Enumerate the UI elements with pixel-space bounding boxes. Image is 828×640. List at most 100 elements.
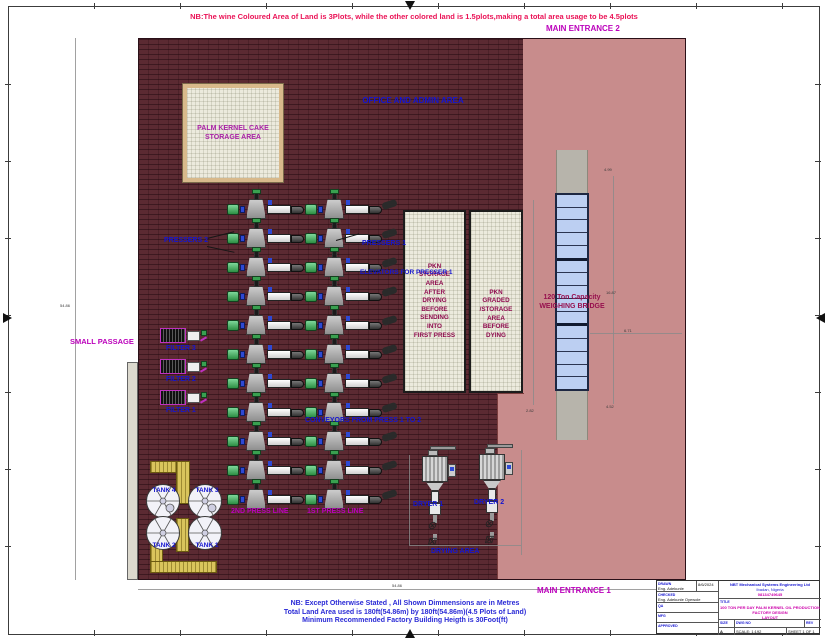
filter-2-unit	[160, 358, 208, 375]
tb-checked-cell: CHECKED Eng. Adekunle Oyewole	[657, 592, 719, 603]
border-tick	[180, 630, 181, 636]
border-tick	[815, 392, 821, 393]
border-tick	[5, 238, 11, 239]
main-entrance-1-label: MAIN ENTRANCE 1	[537, 586, 611, 595]
dryer-1-unit: ⊗⊠	[420, 444, 460, 556]
dim-bottom-value: 54.86	[392, 583, 403, 588]
press-machine	[227, 247, 305, 278]
tb-drawn-cell: DRAWN Eng. Adekunle Oyewole	[657, 581, 697, 592]
border-tick	[610, 630, 611, 636]
conveyors-label: CONVEYORS FROM PRESS 1 TO 2	[305, 417, 422, 424]
tb-rev-label: REV	[806, 621, 814, 625]
press-machine-with-elevator	[305, 247, 398, 278]
border-tick	[352, 630, 353, 636]
bridge-segment	[557, 220, 587, 234]
tank-3-label: TANK 3	[195, 487, 219, 494]
tb-scale-cell: SCALE: 1:192	[735, 628, 787, 635]
dryer-2-unit: ⊗⊠	[477, 442, 517, 554]
bottom-note-line2: Total Land Area used is 180ft(54.86m) by…	[283, 608, 527, 616]
tb-drawn-label: DRAWN	[658, 582, 672, 586]
filter-1-unit	[160, 389, 208, 406]
pipe-segment	[176, 518, 189, 552]
bridge-segment	[557, 260, 587, 274]
press-machine-with-elevator	[305, 276, 398, 307]
bridge-segment	[557, 233, 587, 246]
bridge-segment	[557, 207, 587, 221]
bridge-segment	[557, 311, 587, 327]
bridge-segment	[557, 351, 587, 365]
border-tick	[815, 469, 821, 470]
press-machine	[227, 305, 305, 336]
tb-qa-cell: QA	[657, 603, 719, 613]
border-tick	[815, 238, 821, 239]
pressers-1-label: PRESSERS 1	[362, 240, 406, 247]
drying-area-label: DRYING AREA	[431, 548, 480, 555]
bottom-notes: NB: Except Otherwise Stated , All Shown …	[180, 600, 630, 626]
border-tick	[352, 3, 353, 9]
border-tick	[94, 3, 95, 9]
border-tick	[782, 3, 783, 9]
dim-wb4: 4.52	[606, 404, 614, 409]
border-tick	[438, 630, 439, 636]
small-passage-corridor	[127, 362, 138, 580]
weighing-bridge	[555, 193, 589, 391]
tb-qa-label: QA	[658, 604, 664, 608]
weighbridge-label-line2: WEIGHING BRIDGE	[539, 302, 605, 310]
border-tick	[524, 630, 525, 636]
dim-wb5: 2.82	[526, 408, 534, 413]
bridge-segment	[557, 377, 587, 390]
press-machine	[227, 450, 305, 481]
border-tick	[180, 3, 181, 9]
top-center-marker-icon	[405, 1, 415, 15]
tb-drawn-by: Eng. Adekunle Oyewole	[658, 586, 684, 591]
press-line-1-label: 1ST PRESS LINE	[307, 508, 364, 515]
tb-mfg-cell: MFG	[657, 613, 719, 623]
border-tick	[5, 469, 11, 470]
tb-title-line2: LAYOUT	[761, 615, 779, 620]
tb-dwg-label: DWG NO	[736, 621, 751, 625]
main-entrance-2-label: MAIN ENTRANCE 2	[546, 24, 620, 33]
pressers-2-label: PRESSERS 2	[164, 237, 208, 244]
tb-size-cell: SIZE	[719, 620, 735, 628]
dim-wb2: 16.87	[606, 290, 617, 295]
press-machine	[227, 334, 305, 365]
press-machine	[227, 363, 305, 394]
press-machine-with-elevator	[305, 334, 398, 365]
press-machine-with-elevator	[305, 421, 398, 452]
dim-wb3: 6.71	[624, 328, 632, 333]
dim-left-value: 54.86	[60, 303, 71, 308]
press-machine-with-elevator	[305, 479, 398, 510]
office-admin-label: OFFICE AND ADMIN AREA	[362, 96, 464, 105]
tb-rev-cell: REV	[805, 620, 821, 628]
filter-1-label: FILTER 1	[166, 407, 196, 414]
tb-title-label: TITLE	[720, 600, 730, 604]
border-tick	[5, 546, 11, 547]
pkn-left-line: DRYING	[422, 297, 447, 305]
tb-approved-label: APPROVED	[658, 624, 678, 628]
tb-sheet: SHEET 1 OF 1	[788, 629, 815, 634]
tb-size-value: A	[719, 628, 735, 635]
pink-land-step	[497, 393, 524, 580]
border-tick	[5, 84, 11, 85]
tb-date: 8/6/2024	[698, 582, 714, 587]
border-tick	[266, 630, 267, 636]
pkn-left-line: PKN	[427, 262, 442, 270]
bridge-segment	[557, 286, 587, 299]
bottom-note-line3: Minimum Recommended Factory Building Hei…	[302, 617, 508, 624]
press-machine-with-elevator	[305, 450, 398, 481]
tb-size-label: SIZE	[720, 621, 728, 625]
tb-checked-by: Eng. Adekunle Oyewole	[658, 597, 701, 602]
tb-dwg-cell: DWG NO	[735, 620, 805, 628]
weighbridge-label: 120 Ton Capacity WEIGHING BRIDGE	[528, 294, 616, 311]
left-center-marker-icon	[3, 313, 17, 323]
tb-company-phone: 08134749645	[757, 592, 783, 597]
press-machine	[227, 421, 305, 452]
tb-date-cell: 8/6/2024	[697, 581, 719, 592]
filter-3-unit	[160, 327, 208, 344]
tb-company-cell: NBT Mechanical Systems Engineering Ltd I…	[719, 581, 821, 599]
palm-kernel-cake-storage-area: PALM KERNEL CAKE STORAGE AREA	[182, 83, 284, 183]
dim-wb1: 4.99	[604, 167, 612, 172]
tb-scale: SCALE: 1:192	[736, 629, 762, 634]
filter-2-label: FILTER 2	[166, 376, 196, 383]
